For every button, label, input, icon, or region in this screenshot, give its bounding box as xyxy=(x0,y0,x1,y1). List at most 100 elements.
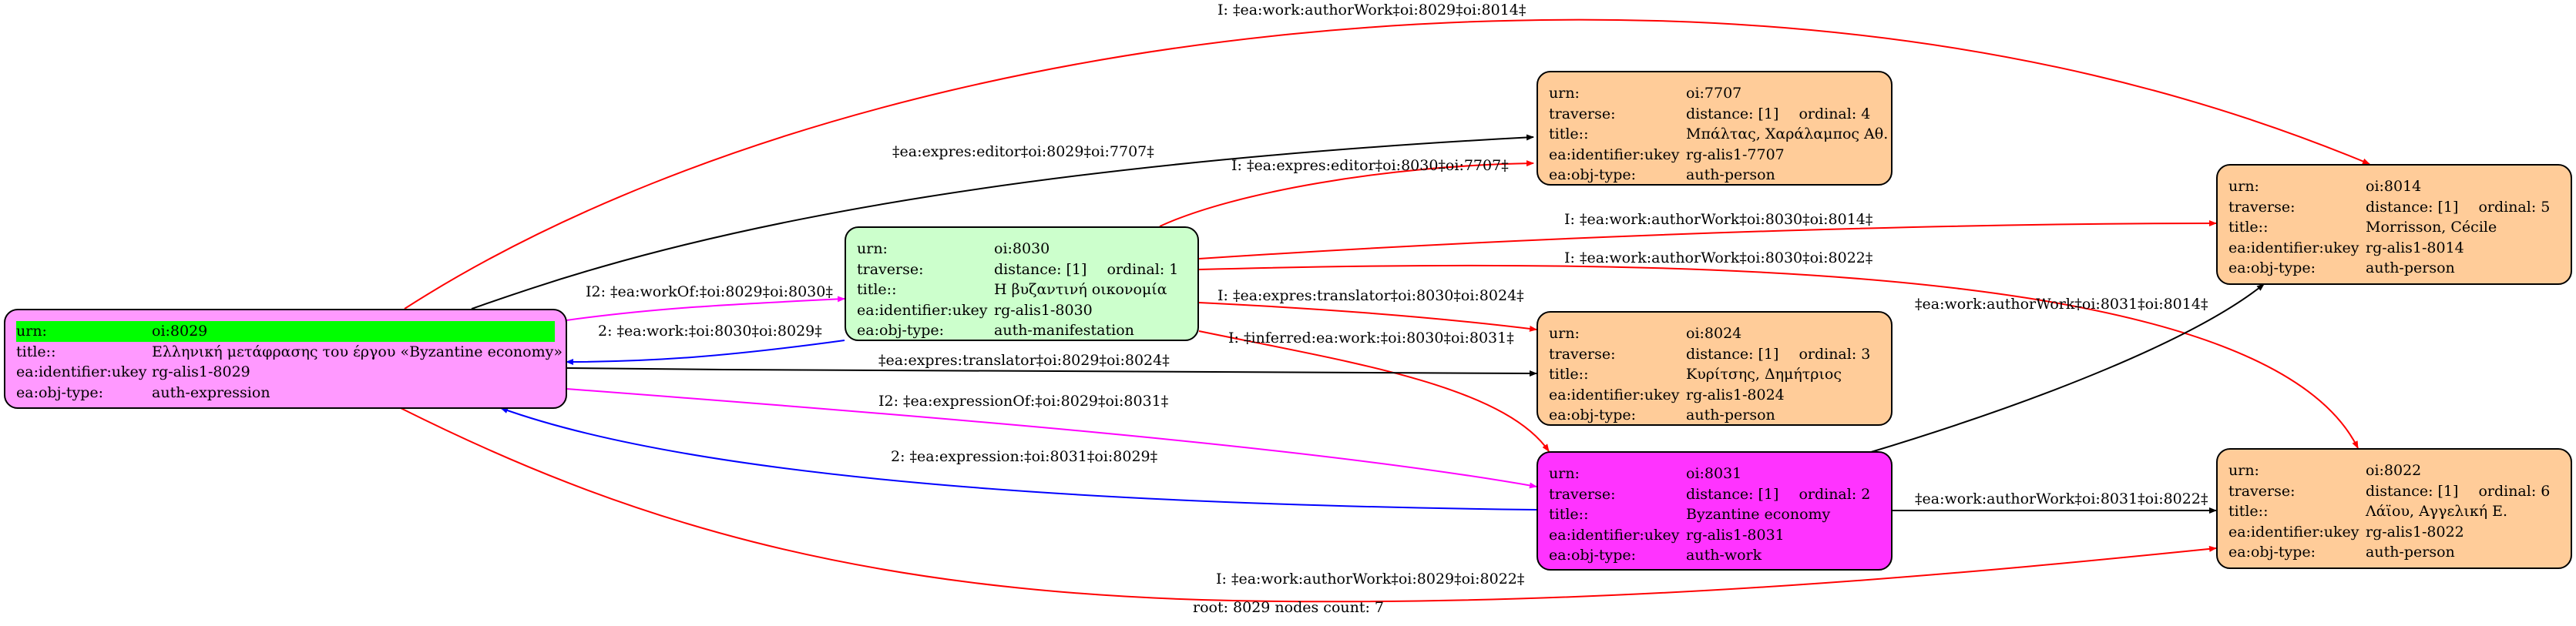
node-key: ea:obj-type: xyxy=(1549,547,1637,564)
edge-label: 2: ‡ea:work:‡oi:8030‡oi:8029‡ xyxy=(598,323,822,340)
edge-8030-8024 xyxy=(1198,302,1537,332)
node-objtype: auth-manifestation xyxy=(994,322,1134,339)
node-ukey: rg-alis1-7707 xyxy=(1686,146,1785,163)
node-key: urn: xyxy=(1549,325,1580,342)
node-ordinal: ordinal: 6 xyxy=(2478,482,2551,500)
node-title: Η βυζαντινή οικονομία xyxy=(994,281,1167,298)
node-distance: distance: [1] xyxy=(1686,485,1779,503)
node-distance: distance: [1] xyxy=(2366,482,2459,500)
edge-8030-8014 xyxy=(1198,220,2217,259)
node-key: title:: xyxy=(1549,126,1589,142)
node-urn: oi:8030 xyxy=(994,240,1050,257)
edge-8031-8014 xyxy=(1868,283,2265,454)
node-key: title:: xyxy=(1549,506,1589,523)
node-key: urn: xyxy=(1549,465,1580,482)
node-urn: oi:8022 xyxy=(2366,462,2422,479)
node-objtype: auth-person xyxy=(1686,407,1775,423)
node-title: Κυρίτσης, Δημήτριος xyxy=(1686,366,1842,383)
node-key: ea:obj-type: xyxy=(1549,407,1637,423)
edge-label: I2: ‡ea:workOf:‡oi:8029‡oi:8030‡ xyxy=(586,283,833,300)
edge-8029-8022 xyxy=(400,407,2217,603)
node-8022[interactable]: urn:oi:8022 traverse:distance: [1]ordina… xyxy=(2216,448,2572,569)
node-urn: oi:8031 xyxy=(1686,465,1742,482)
node-urn: oi:8014 xyxy=(2366,178,2422,195)
node-ukey: rg-alis1-8030 xyxy=(994,301,1093,319)
node-ukey: rg-alis1-8024 xyxy=(1686,386,1785,403)
node-key: title:: xyxy=(2228,219,2269,236)
edge-label: I2: ‡ea:expressionOf:‡oi:8029‡oi:8031‡ xyxy=(878,393,1169,410)
node-objtype: auth-expression xyxy=(152,383,270,401)
node-key: ea:obj-type: xyxy=(2228,259,2316,276)
node-objtype: auth-person xyxy=(2366,259,2455,276)
node-key: ea:identifier:ukey xyxy=(2228,523,2359,541)
node-7707[interactable]: urn: oi:7707 traverse: distance: [1] ordina… xyxy=(1537,71,1893,186)
node-distance: distance: [1] xyxy=(994,260,1087,278)
node-title: Byzantine economy xyxy=(1686,506,1831,523)
edge-8030-8022 xyxy=(1198,264,2359,449)
node-key: title:: xyxy=(1549,366,1589,383)
node-key: traverse: xyxy=(2228,198,2296,216)
node-distance: distance: [1] xyxy=(1686,105,1779,122)
node-key: urn: xyxy=(857,240,888,257)
node-ordinal: ordinal: 4 xyxy=(1798,105,1871,122)
node-key: traverse: xyxy=(1549,485,1616,503)
edge-label: I: ‡ea:work:authorWork‡oi:8029‡oi:8022‡ xyxy=(1216,571,1525,588)
edge-8029-7707 xyxy=(471,134,1534,310)
node-title: Morrisson, Cécile xyxy=(2366,219,2497,236)
node-key: urn: xyxy=(2228,462,2259,479)
node-8029[interactable]: urn: oi:8029 title:: Ελληνική μετάφρασης… xyxy=(4,309,567,409)
node-key: traverse: xyxy=(857,260,924,278)
edge-8030-8031 xyxy=(1198,330,1550,452)
node-key: ea:identifier:ukey xyxy=(16,363,147,380)
node-ordinal: ordinal: 2 xyxy=(1798,485,1871,503)
edge-label: ‡ea:work:authorWork‡oi:8031‡oi:8014‡ xyxy=(1915,296,2208,313)
node-key: ea:identifier:ukey xyxy=(1549,386,1680,403)
node-ukey: rg-alis1-8031 xyxy=(1686,526,1785,544)
edge-8030-8029 xyxy=(566,340,845,365)
edge-8030-7707 xyxy=(1159,160,1534,227)
node-key: ea:identifier:ukey xyxy=(1549,526,1680,544)
node-urn: oi:7707 xyxy=(1686,85,1742,102)
node-objtype: auth-person xyxy=(1686,166,1775,183)
node-urn: oi:8029 xyxy=(152,321,555,342)
edge-label: ‡ea:expres:editor‡oi:8029‡oi:7707‡ xyxy=(892,143,1154,160)
node-ordinal: ordinal: 5 xyxy=(2478,198,2551,216)
edge-label: I: ‡ea:work:authorWork‡oi:8030‡oi:8022‡ xyxy=(1564,249,1873,266)
node-key: traverse: xyxy=(1549,105,1616,122)
node-title: Λάϊου, Αγγελική Ε. xyxy=(2366,503,2508,520)
node-8030[interactable]: urn: oi:8030 traverse: distance: [1] ordina… xyxy=(845,226,1199,341)
edge-8031-8029 xyxy=(500,407,1537,511)
edge-label: I: ‡inferred:ea:work:‡oi:8030‡oi:8031‡ xyxy=(1228,330,1514,346)
edge-label: ‡ea:work:authorWork‡oi:8031‡oi:8022‡ xyxy=(1915,490,2208,507)
node-urn: oi:8024 xyxy=(1686,325,1742,342)
node-title: Μπάλτας, Χαράλαμπος Αθ. xyxy=(1686,126,1889,142)
node-key: urn: xyxy=(1549,85,1580,102)
node-key: ea:identifier:ukey xyxy=(857,301,988,319)
node-key: urn: xyxy=(16,321,152,342)
node-key: ea:identifier:ukey xyxy=(1549,146,1680,163)
node-8024[interactable]: urn:oi:8024 traverse:distance: [1]ordina… xyxy=(1537,311,1893,426)
node-key: ea:obj-type: xyxy=(16,383,104,401)
node-ukey: rg-alis1-8029 xyxy=(152,363,250,380)
edge-label: I: ‡ea:expres:translator‡oi:8030‡oi:8024… xyxy=(1217,287,1524,304)
node-ordinal: ordinal: 3 xyxy=(1798,345,1871,363)
node-ukey: rg-alis1-8022 xyxy=(2366,523,2464,541)
node-key: title:: xyxy=(16,343,56,360)
node-8031[interactable]: urn: oi:8031 traverse: distance: [1] ordina… xyxy=(1537,451,1893,571)
node-distance: distance: [1] xyxy=(2366,198,2459,216)
edge-label: I: ‡ea:expres:editor‡oi:8030‡oi:7707‡ xyxy=(1231,157,1509,174)
node-objtype: auth-person xyxy=(2366,544,2455,561)
node-8014[interactable]: urn: oi:8014 traverse: distance: [1] ordina… xyxy=(2216,164,2572,285)
node-ukey: rg-alis1-8014 xyxy=(2366,239,2464,256)
node-key: title:: xyxy=(2228,503,2269,520)
node-objtype: auth-work xyxy=(1686,547,1762,564)
node-key: ea:identifier:ukey xyxy=(2228,239,2359,256)
edge-8029-8031 xyxy=(566,388,1537,489)
node-key: urn: xyxy=(2228,178,2259,195)
node-ordinal: ordinal: 1 xyxy=(1107,260,1179,278)
node-key: ea:obj-type: xyxy=(2228,544,2316,561)
edge-label: I: ‡ea:work:authorWork‡oi:8030‡oi:8014‡ xyxy=(1564,211,1873,228)
edge-8029-8014 xyxy=(404,18,2370,310)
node-key: ea:obj-type: xyxy=(857,322,945,339)
